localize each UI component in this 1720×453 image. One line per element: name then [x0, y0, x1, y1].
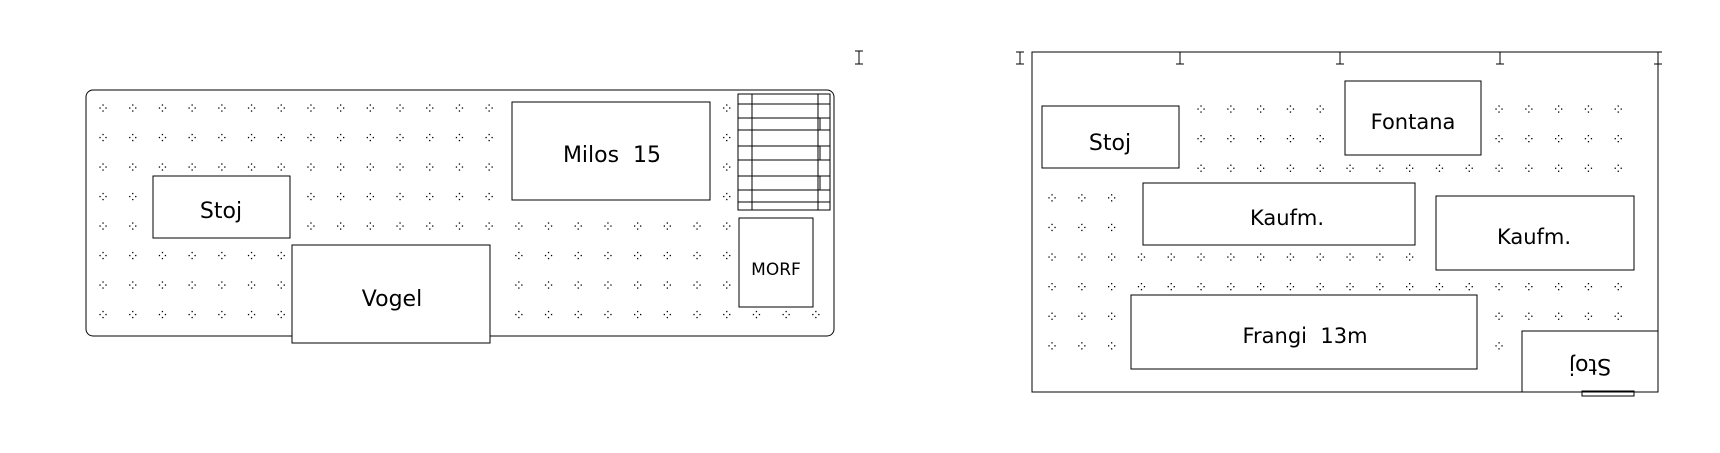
left-dot-grid [99, 104, 820, 319]
left-floor-plan: Milos 15 Stoj Vogel MORF [85, 50, 863, 344]
desk-label-morf: MORF [751, 260, 801, 280]
desk-label-stoj: Stoj [1089, 131, 1131, 156]
desk-vogel: Vogel [291, 244, 491, 344]
desk-label-frangi: Frangi 13m [1242, 324, 1367, 348]
left-shelving-unit [737, 93, 831, 211]
desk-frangi: Frangi 13m [1130, 294, 1478, 370]
desk-stoj: Stoj [152, 175, 291, 239]
desk-label-kaufm-2: Kaufm. [1497, 225, 1571, 249]
left-column-marker [855, 50, 863, 65]
desk-kaufm-2: Kaufm. [1435, 195, 1635, 271]
desk-morf: MORF [738, 217, 814, 308]
desk-label-vogel: Vogel [362, 287, 422, 312]
desk-label-milos: Milos 15 [563, 143, 661, 168]
right-floor-plan: Stoj Fontana Kaufm. Kaufm. Frangi 13m St… [1016, 51, 1662, 397]
desk-label-fontana: Fontana [1371, 110, 1456, 134]
right-column-markers [1016, 51, 1662, 65]
desk-label-stoj: Stoj [200, 199, 242, 224]
desk-kaufm-1: Kaufm. [1142, 182, 1416, 246]
right-dot-grid [1048, 105, 1622, 350]
desk-stoj-rotated: Stoj [1521, 330, 1659, 397]
desk-fontana: Fontana [1344, 80, 1482, 156]
desk-stoj: Stoj [1041, 105, 1180, 169]
desk-label-stoj-rotated: Stoj [1569, 353, 1611, 378]
right-room-outline [1031, 51, 1659, 393]
desk-milos: Milos 15 [511, 101, 711, 201]
desk-label-kaufm-1: Kaufm. [1250, 206, 1324, 230]
